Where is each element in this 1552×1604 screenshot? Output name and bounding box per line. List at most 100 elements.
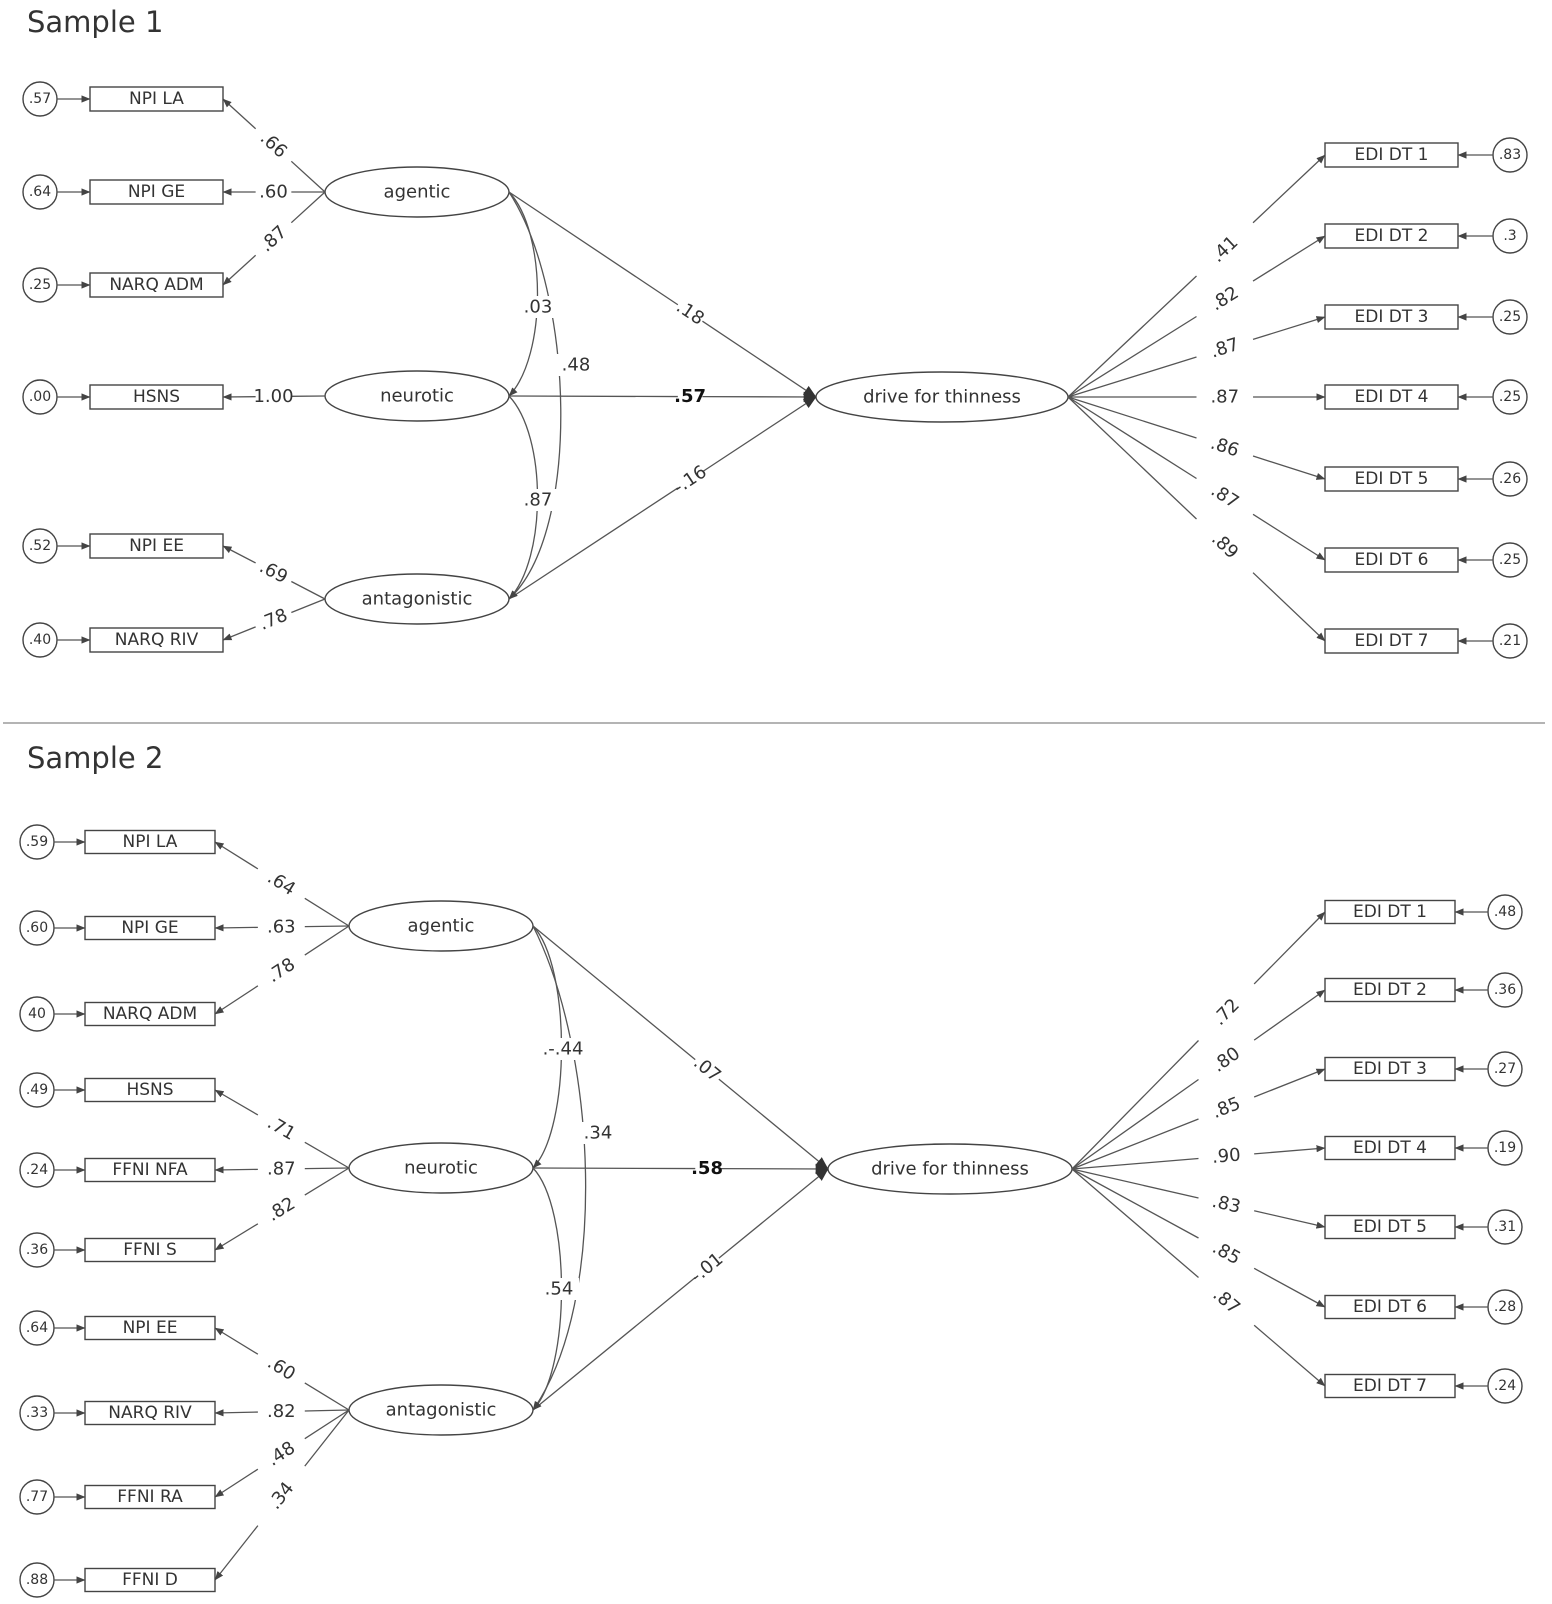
indicator-label: HSNS <box>133 387 180 407</box>
correlation-value-neurotic-antagonistic: .54 <box>545 1279 574 1300</box>
error-value: .3 <box>1503 228 1516 244</box>
loading-value: .71 <box>264 1112 299 1145</box>
loading-path-b <box>1252 316 1326 341</box>
loading-value: .82 <box>264 1193 299 1226</box>
structural-path-neurotic-a <box>532 1167 696 1170</box>
error-value: .88 <box>26 1572 48 1588</box>
indicator-label: EDI DT 6 <box>1355 550 1429 570</box>
loading-path-a <box>304 925 350 956</box>
loading-path-b <box>1253 911 1326 985</box>
loading-value: .72 <box>1209 995 1244 1030</box>
loading-value: .34 <box>264 1478 298 1513</box>
loading-path-a <box>291 598 326 614</box>
latent-label-agentic: agentic <box>408 916 475 937</box>
structural-coef-neurotic: .57 <box>674 386 706 407</box>
indicator-label: NARQ RIV <box>115 630 199 650</box>
indicator-label: EDI DT 7 <box>1355 631 1429 651</box>
indicator-label: FFNI S <box>123 1240 176 1260</box>
error-value: .57 <box>29 91 51 107</box>
error-value: .25 <box>1499 389 1521 405</box>
indicator-label: HSNS <box>126 1080 173 1100</box>
indicator-box <box>1324 466 1459 492</box>
loading-path-b <box>1254 1145 1326 1155</box>
indicator-box <box>89 384 224 410</box>
indicator-label: EDI DT 5 <box>1355 469 1429 489</box>
latent-label-dft: drive for thinness <box>863 387 1021 408</box>
label-backing <box>556 354 596 376</box>
loading-path-a <box>1071 1040 1199 1170</box>
loading-value: .82 <box>267 1401 296 1422</box>
loading-path-a <box>1067 396 1197 520</box>
loading-value: .89 <box>1207 528 1242 563</box>
latent-label-neurotic: neurotic <box>380 386 454 407</box>
label-backing <box>518 489 558 511</box>
indicator-label: NPI LA <box>129 89 184 109</box>
latent-label-agentic: agentic <box>384 182 451 203</box>
loading-path-b <box>1252 513 1326 561</box>
loading-value: .82 <box>1207 282 1242 315</box>
loading-value: .87 <box>1209 1284 1244 1319</box>
error-value: .24 <box>1494 1378 1516 1394</box>
error-value: .24 <box>26 1162 48 1178</box>
loading-path-a <box>1071 1118 1199 1170</box>
loading-value: .60 <box>259 182 288 203</box>
sample-1-title: Sample 1 <box>27 5 163 39</box>
loading-path-a <box>1071 1168 1199 1278</box>
indicator-box <box>1324 304 1459 330</box>
loading-value: .80 <box>1209 1043 1245 1077</box>
latent-label-dft: drive for thinness <box>871 1159 1029 1180</box>
loading-path-b <box>214 1525 259 1581</box>
loading-path-b <box>214 1409 258 1417</box>
correlation-value-agentic-antagonistic: .48 <box>562 355 591 376</box>
sample-2-title: Sample 2 <box>27 741 163 775</box>
loading-path-b <box>1253 989 1326 1041</box>
loading-path-a <box>304 1409 350 1467</box>
structural-path-agentic-a <box>508 191 679 306</box>
loading-value: .85 <box>1209 1093 1243 1123</box>
correlation-value-neurotic-antagonistic: .87 <box>524 490 553 511</box>
loading-value: .66 <box>256 128 291 163</box>
correlation-value-agentic-neurotic: .-.44 <box>543 1039 584 1060</box>
loading-value: .87 <box>1207 480 1242 513</box>
loading-path-b <box>214 924 258 932</box>
latent-label-antagonistic: antagonistic <box>386 1400 497 1421</box>
indicator-label: EDI DT 2 <box>1355 226 1429 246</box>
loading-path-a <box>304 1167 350 1170</box>
loading-path-a <box>1071 1168 1199 1199</box>
loading-path-b <box>1252 154 1326 224</box>
error-value: .19 <box>1494 1140 1516 1156</box>
structural-path-agentic-b <box>718 1078 829 1170</box>
loading-path-a <box>304 1141 350 1169</box>
indicator-label: EDI DT 1 <box>1355 145 1429 165</box>
loading-path-a <box>1067 396 1197 439</box>
error-value: .25 <box>1499 552 1521 568</box>
loading-value: .86 <box>1208 433 1242 462</box>
error-value: .49 <box>26 1082 48 1098</box>
indicator-label: EDI DT 5 <box>1353 1217 1427 1237</box>
correlation-agentic-antagonistic <box>508 191 562 600</box>
loading-path-a <box>1067 356 1197 398</box>
loading-value: 1.00 <box>253 386 293 407</box>
indicator-label: NPI GE <box>121 918 178 938</box>
loading-path-b <box>222 98 257 130</box>
indicator-label: EDI DT 4 <box>1355 387 1429 407</box>
indicator-label: EDI DT 3 <box>1355 307 1429 327</box>
loading-path-b <box>214 1327 259 1355</box>
loading-path-a <box>290 191 326 224</box>
structural-coef-antagonistic: -.01 <box>687 1249 727 1287</box>
structural-coef-agentic: .07 <box>689 1052 724 1086</box>
error-value: .64 <box>26 1320 48 1336</box>
structural-path-antagonistic-b <box>718 1168 829 1259</box>
indicator-label: NARQ ADM <box>109 275 203 295</box>
indicator-label: EDI DT 1 <box>1353 902 1427 922</box>
structural-path-antagonistic-b <box>702 396 817 473</box>
loading-value: .87 <box>267 1159 296 1180</box>
structural-coef-agentic: .18 <box>672 296 707 329</box>
loading-path-b <box>1253 1068 1326 1098</box>
structural-coef-neurotic: .58 <box>691 1158 723 1179</box>
loading-path-b <box>214 985 259 1015</box>
error-value: .31 <box>1494 1219 1516 1235</box>
structural-coef-antagonistic: -.16 <box>670 461 711 498</box>
